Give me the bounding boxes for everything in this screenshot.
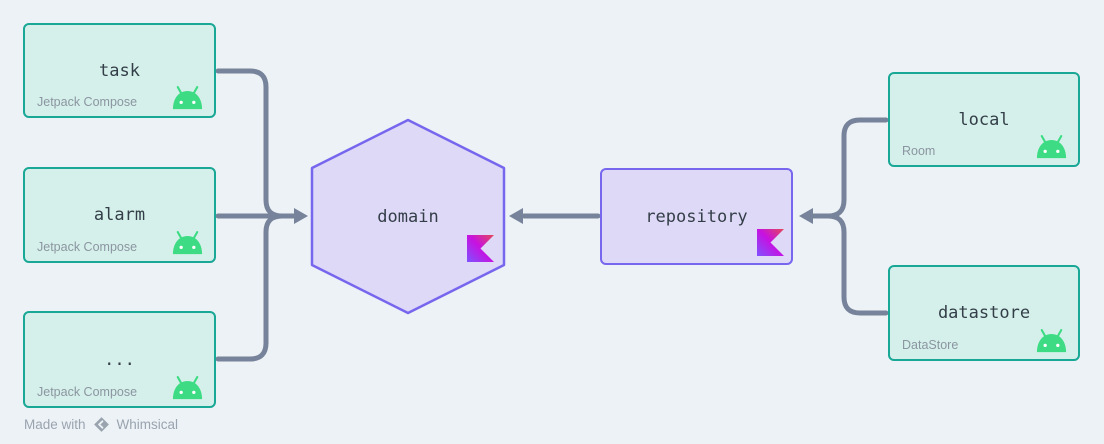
android-icon bbox=[172, 231, 203, 255]
node-more-label: ... bbox=[104, 349, 135, 370]
android-icon bbox=[1036, 329, 1067, 353]
node-local-sublabel: Room bbox=[902, 144, 936, 158]
android-icon bbox=[172, 376, 203, 400]
node-repository: repository bbox=[600, 168, 793, 265]
edge-datastore-repository bbox=[811, 213, 889, 316]
node-alarm-label: alarm bbox=[93, 205, 146, 225]
node-alarm: alarm Jetpack Compose bbox=[23, 167, 216, 263]
kotlin-icon bbox=[467, 235, 494, 262]
node-domain-label: domain bbox=[377, 206, 439, 227]
arrowhead-into-repository bbox=[799, 208, 813, 224]
node-local: local Room bbox=[888, 72, 1080, 167]
edge-more-domain bbox=[215, 213, 296, 362]
node-domain: domain bbox=[312, 120, 504, 313]
node-task-label: task bbox=[99, 60, 140, 81]
arrowhead-into-domain-left bbox=[294, 208, 308, 224]
node-alarm-sublabel: Jetpack Compose bbox=[37, 240, 138, 254]
made-with-text: Made with bbox=[24, 417, 86, 432]
node-task-sublabel: Jetpack Compose bbox=[37, 95, 138, 109]
edge-local-repository bbox=[811, 117, 889, 219]
node-datastore-sublabel: DataStore bbox=[902, 338, 959, 352]
whimsical-link[interactable]: Made with Whimsical bbox=[24, 416, 178, 433]
node-local-label: local bbox=[958, 109, 1010, 130]
kotlin-icon bbox=[757, 229, 784, 256]
android-icon bbox=[172, 86, 203, 110]
node-datastore: datastore DataStore bbox=[888, 265, 1080, 361]
node-more-features: ... Jetpack Compose bbox=[23, 311, 216, 408]
node-repository-label: repository bbox=[645, 206, 748, 227]
node-task: task Jetpack Compose bbox=[23, 23, 216, 118]
arrowhead-into-domain-right bbox=[509, 208, 523, 224]
whimsical-brand-text: Whimsical bbox=[116, 417, 179, 432]
android-icon bbox=[1036, 135, 1067, 159]
whimsical-logo-icon bbox=[93, 417, 109, 432]
node-datastore-label: datastore bbox=[937, 303, 1031, 323]
node-more-sublabel: Jetpack Compose bbox=[37, 385, 138, 399]
edge-task-domain bbox=[215, 68, 296, 219]
